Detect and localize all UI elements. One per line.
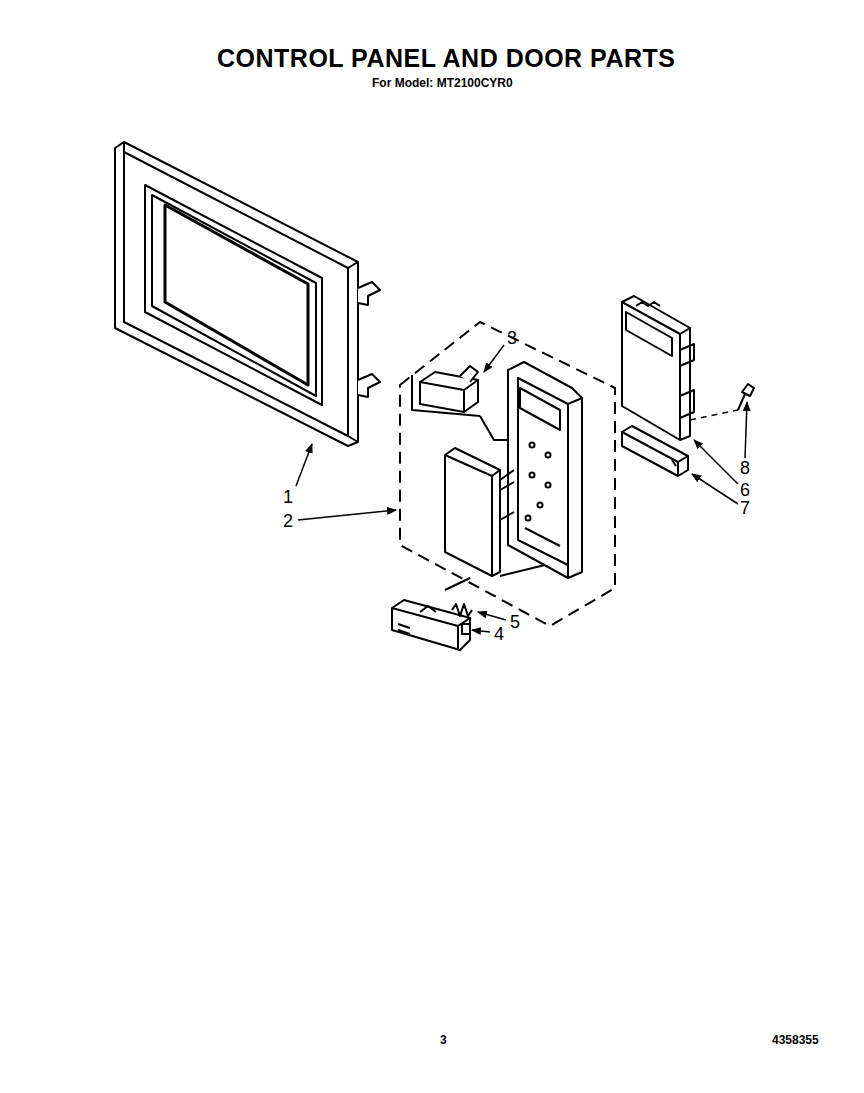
leader-lines bbox=[296, 345, 747, 632]
document-number: 4358355 bbox=[772, 1034, 819, 1046]
page-number: 3 bbox=[440, 1034, 447, 1046]
button-housing bbox=[392, 600, 470, 650]
callout-number: 3 bbox=[507, 329, 517, 347]
callout-number: 6 bbox=[740, 481, 750, 499]
callout-number: 4 bbox=[494, 625, 504, 643]
display-module bbox=[412, 366, 510, 440]
callout-number: 5 bbox=[510, 613, 520, 631]
spring bbox=[452, 604, 472, 616]
bracket bbox=[622, 426, 688, 476]
circuit-board bbox=[445, 448, 545, 590]
control-panel bbox=[508, 362, 582, 578]
callout-number: 2 bbox=[283, 512, 293, 530]
page-title: CONTROL PANEL AND DOOR PARTS bbox=[217, 46, 675, 71]
callout-number: 7 bbox=[740, 499, 750, 517]
callout-number: 8 bbox=[740, 459, 750, 477]
door bbox=[115, 142, 380, 446]
screw bbox=[690, 384, 754, 420]
model-number: For Model: MT2100CYR0 bbox=[372, 77, 513, 89]
assembly-boundary bbox=[400, 322, 615, 626]
control-board bbox=[622, 296, 694, 440]
callout-number: 1 bbox=[283, 488, 293, 506]
